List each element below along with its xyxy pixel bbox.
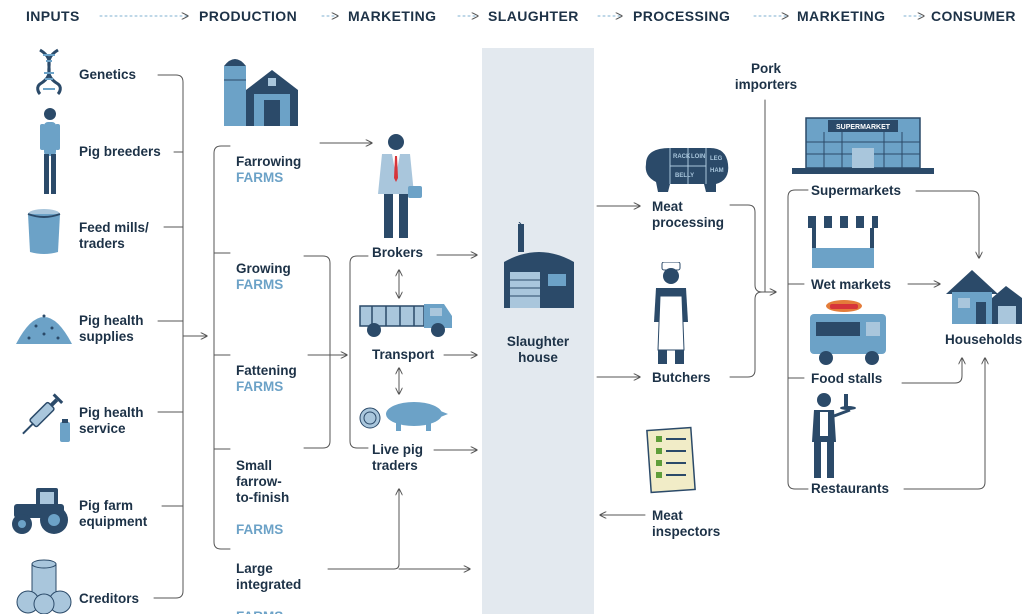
cut-ham: HAM [710,168,724,174]
cut-loin: LOIN [691,154,705,160]
label-pig-health-service: Pig health service [79,405,144,436]
checklist-icon [646,426,696,494]
label-growing: Growing [236,261,291,276]
label-pig-farm-equipment: Pig farm equipment [79,498,148,529]
label-wet-markets: Wet markets [811,277,892,292]
label-households: Households [945,332,1023,347]
house-icon [946,270,1022,324]
pig-icon [359,402,448,431]
fattening-farms: Fattening FARMS [236,347,297,411]
growing-farms: Growing FARMS [236,245,291,309]
syringe-icon [22,393,70,442]
market-stall-icon [808,216,878,268]
label-small-farrow: Small farrow- to-finish [236,458,290,505]
stage-processing: PROCESSING [633,8,731,24]
stage-consumer: CONSUMER [931,8,1016,24]
label-pig-breeders: Pig breeders [79,144,161,159]
large-integrated-farms: Large integrated FARMS [236,545,301,614]
stage-inputs: INPUTS [26,8,80,24]
label-pig-health-supplies: Pig health supplies [79,313,144,344]
butcher-icon [654,262,688,364]
broker-person-icon [378,134,422,238]
truck-icon [359,304,452,337]
pig-meat-cuts-icon: RACK LOIN LEG HAM BELLY [645,148,729,192]
label-pork-importers: Pork importers [734,61,798,92]
farm-barn-icon [224,59,298,126]
dna-icon [36,48,62,96]
label-fattening: Fattening [236,363,297,378]
label-supermarkets: Supermarkets [811,183,902,198]
stage-marketing-retail: MARKETING [797,8,886,24]
label-meat-inspectors: Meat inspectors [652,508,721,539]
farrowing-farms: Farrowing FARMS [236,138,301,202]
farms-tag: FARMS [236,522,284,537]
coins-stack-icon [16,559,72,614]
label-feed-mills: Feed mills/ traders [79,220,149,251]
feed-bag-icon [27,209,61,254]
food-truck-icon [810,300,886,365]
supermarket-sign: SUPERMARKET [836,124,891,131]
cut-rack: RACK [673,154,691,160]
farms-tag: FARMS [236,170,284,185]
label-brokers: Brokers [372,245,424,260]
label-farrowing: Farrowing [236,154,302,169]
farms-tag: FARMS [236,379,284,394]
label-food-stalls: Food stalls [811,371,883,386]
label-large-integrated: Large integrated [236,561,302,592]
waiter-icon [812,393,856,478]
cut-belly: BELLY [675,173,694,179]
supermarket-icon: SUPERMARKET [792,117,934,174]
stage-marketing: MARKETING [348,8,437,24]
supplies-pile-icon [16,314,72,344]
tractor-icon [12,488,68,534]
label-transport: Transport [372,347,435,362]
label-slaughter-house: Slaughter house [506,334,570,365]
label-creditors: Creditors [79,591,140,606]
small-farrow-farms: Small farrow- to-finish FARMS [236,442,289,554]
label-genetics: Genetics [79,67,137,82]
label-restaurants: Restaurants [811,481,890,496]
stage-production: PRODUCTION [199,8,298,24]
pig-breeder-person-icon [40,108,60,194]
farms-tag: FARMS [236,609,301,614]
slaughter-house-icon [504,222,574,308]
label-meat-processing: Meat processing [652,199,725,230]
cut-leg: LEG [710,156,723,162]
farms-tag: FARMS [236,277,284,292]
label-butchers: Butchers [652,370,711,385]
stage-slaughter: SLAUGHTER [488,8,579,24]
slaughter-band [482,48,594,614]
label-live-pig-traders: Live pig traders [372,442,424,473]
